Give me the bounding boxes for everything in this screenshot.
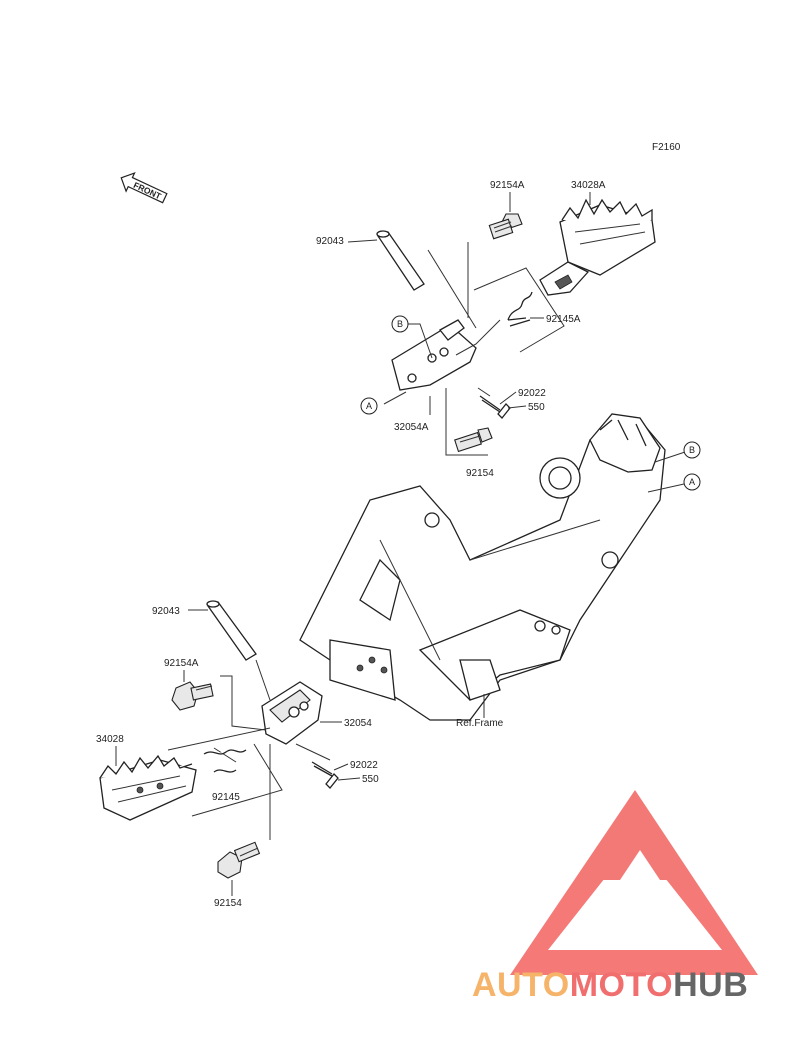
- lower-spring-label: 92145: [212, 792, 240, 803]
- watermark-hub: HUB: [673, 966, 748, 1004]
- watermark-moto: MOTO: [570, 966, 673, 1004]
- upper-bolt-top: [488, 213, 523, 240]
- lower-assembly: 92043 92154A 32054: [96, 600, 379, 909]
- upper-cotter-label: 92022: [518, 388, 546, 399]
- upper-bolt-bottom: [454, 427, 493, 453]
- svg-text:A: A: [366, 401, 372, 411]
- frame: [299, 413, 666, 721]
- watermark-auto: AUTO: [472, 966, 570, 1004]
- upper-assembly: 92043 92154A 34028A 92145A: [316, 180, 656, 479]
- svg-text:A: A: [689, 477, 695, 487]
- lower-footpeg-label: 34028: [96, 734, 124, 745]
- lower-bolt-bottom: [217, 841, 261, 879]
- ref-frame-label: Ref.Frame: [456, 718, 504, 729]
- upper-leader-lines: [383, 242, 565, 456]
- svg-text:AUTOMOTOHUB: AUTOMOTOHUB: [472, 966, 748, 1004]
- lower-pin: [188, 600, 257, 661]
- upper-spring: [507, 291, 533, 327]
- lower-spring: [203, 749, 247, 773]
- ref-b-frame-marker: B: [654, 441, 701, 463]
- lower-bolt-top-label: 92154A: [164, 658, 199, 669]
- lower-washer: [325, 773, 339, 789]
- diagram-code: F2160: [652, 142, 681, 153]
- upper-pin: [347, 230, 425, 291]
- watermark-logo-icon: [510, 790, 758, 975]
- ref-a-marker: A: [360, 397, 378, 415]
- upper-bracket: [391, 319, 477, 391]
- front-arrow-icon: FRONT: [120, 171, 168, 204]
- svg-text:B: B: [689, 445, 695, 455]
- upper-footpeg-label: 34028A: [571, 180, 606, 191]
- front-label: FRONT: [132, 180, 163, 202]
- lower-bracket-label: 32054: [344, 718, 372, 729]
- lower-bolt-bottom-label: 92154: [214, 898, 242, 909]
- upper-cotter: [479, 395, 501, 413]
- watermark-text: AUTOMOTOHUB: [472, 966, 748, 1004]
- upper-washer: [497, 403, 511, 419]
- lower-pin-label: 92043: [152, 606, 180, 617]
- lower-cotter: [311, 761, 333, 777]
- upper-spring-label: 92145A: [546, 314, 581, 325]
- upper-washer-label: 550: [528, 402, 545, 413]
- upper-pin-label: 92043: [316, 236, 344, 247]
- ref-b-marker: B: [391, 315, 409, 333]
- lower-washer-label: 550: [362, 774, 379, 785]
- upper-bolt-bottom-label: 92154: [466, 468, 494, 479]
- lower-bolt-top: [171, 681, 214, 711]
- lower-footpeg: [99, 754, 197, 821]
- lower-leader-lines: [167, 659, 331, 840]
- upper-footpeg: [539, 198, 656, 296]
- upper-bracket-label: 32054A: [394, 422, 429, 433]
- svg-text:B: B: [397, 319, 403, 329]
- lower-cotter-label: 92022: [350, 760, 378, 771]
- ref-a-frame-marker: A: [647, 473, 701, 493]
- lower-bracket: [261, 681, 323, 745]
- upper-bolt-top-label: 92154A: [490, 180, 525, 191]
